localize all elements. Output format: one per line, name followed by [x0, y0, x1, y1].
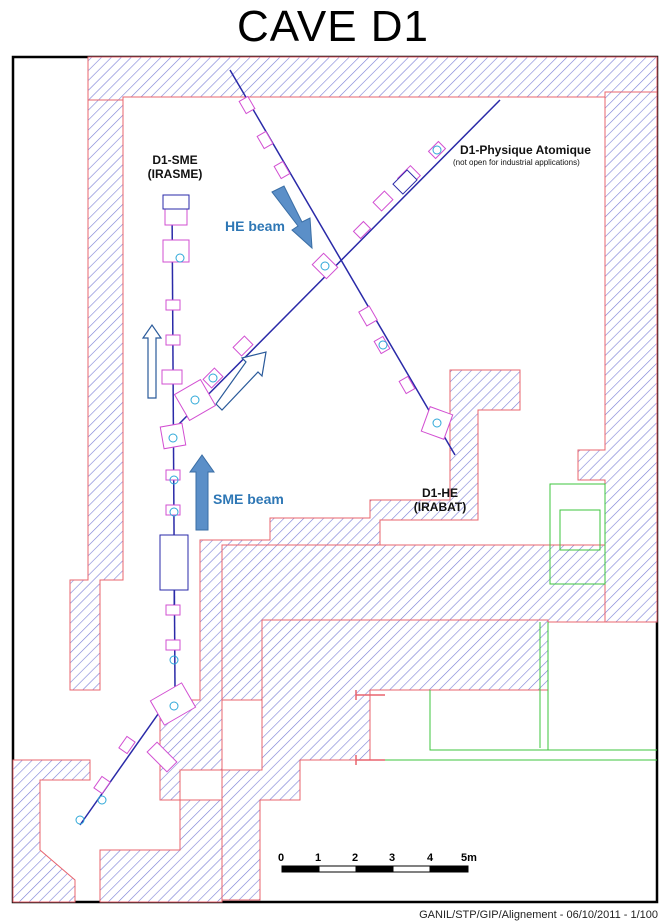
concrete-walls: [12, 56, 658, 903]
sme-beam-arrow: [189, 454, 215, 531]
sme-beam-label: SME beam: [213, 491, 284, 507]
beam-diagnostics: [75, 145, 442, 825]
sme-label-line1: D1-SME: [152, 153, 198, 167]
scale-tick-5m: 5m: [461, 852, 477, 864]
he-beam-arrow: [271, 185, 313, 250]
annex-outline: [385, 483, 657, 761]
scale-tick-4: 4: [427, 852, 434, 864]
scale-bar: [281, 865, 469, 873]
flow-arrows: [141, 323, 267, 411]
page-title: CAVE D1: [236, 2, 430, 51]
pa-note: (not open for industrial applications): [453, 158, 580, 167]
he-label-line1: D1-HE: [421, 486, 458, 500]
pa-label: D1-Physique Atomique: [460, 143, 591, 157]
sme-label: D1-SME (IRASME): [140, 153, 210, 181]
beamline-elements: [93, 95, 454, 795]
scale-tick-0: 0: [278, 852, 285, 864]
scale-tick-2: 2: [352, 852, 359, 864]
he-beam-label: HE beam: [225, 218, 285, 234]
he-label-line2: (IRABAT): [413, 500, 467, 514]
door-frame: [355, 690, 385, 765]
he-label: D1-HE (IRABAT): [405, 486, 475, 514]
scale-tick-1: 1: [315, 852, 322, 864]
sme-label-line2: (IRASME): [147, 167, 203, 181]
scale-tick-3: 3: [389, 852, 396, 864]
vacuum-chamber: [159, 169, 418, 605]
footer-credit: GANIL/STP/GIP/Alignement - 06/10/2011 - …: [419, 909, 658, 921]
